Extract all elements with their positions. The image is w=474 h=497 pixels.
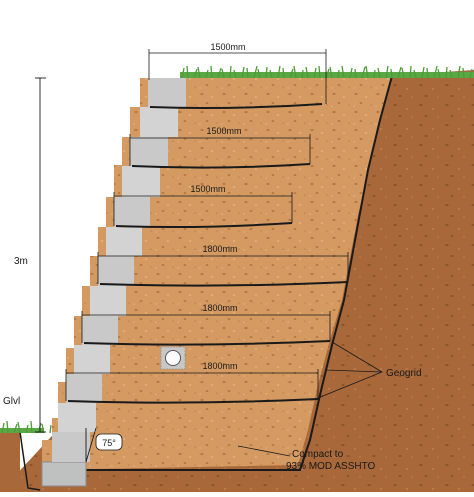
geogrid-dimension-label: 1800mm: [202, 361, 237, 371]
height-label: 3m: [14, 256, 28, 267]
geogrid-layer: [131, 163, 311, 169]
batter-angle-label: 75°: [102, 438, 116, 448]
wall-blocks: [41, 78, 186, 487]
geogrid-dimension-label: 1800mm: [202, 303, 237, 313]
grass-top: [180, 65, 474, 79]
ground-level-label: Glvl: [3, 396, 20, 407]
geogrid-label: Geogrid: [386, 368, 422, 379]
geogrid-layer: [149, 103, 323, 109]
drainage-pipe: [160, 346, 186, 370]
footing-block: [41, 461, 87, 487]
geogrid-layer: [99, 281, 349, 287]
compaction-label-line1: Compact to: [292, 449, 344, 460]
geogrid-leaders: [317, 341, 383, 399]
compaction-leader: [237, 445, 291, 457]
geogrid-dimension-label: 1500mm: [190, 184, 225, 194]
geogrid-dimension-label: 1500mm: [210, 42, 245, 52]
grass-left: [0, 420, 52, 434]
geogrid-layer: [67, 398, 319, 404]
geogrid-layer: [83, 340, 331, 346]
geogrid-layers: [67, 103, 349, 404]
geogrid-dimension-label: 1800mm: [202, 244, 237, 254]
geogrid-layer: [115, 222, 293, 228]
excavation-line: [44, 75, 393, 471]
height-dimension: [35, 77, 46, 433]
compaction-label-line2: 93% MOD ASSHTO: [286, 461, 376, 472]
dimension-lines: [65, 49, 349, 401]
batter-angle-marker: [85, 427, 97, 463]
geogrid-dimension-label: 1500mm: [206, 126, 241, 136]
